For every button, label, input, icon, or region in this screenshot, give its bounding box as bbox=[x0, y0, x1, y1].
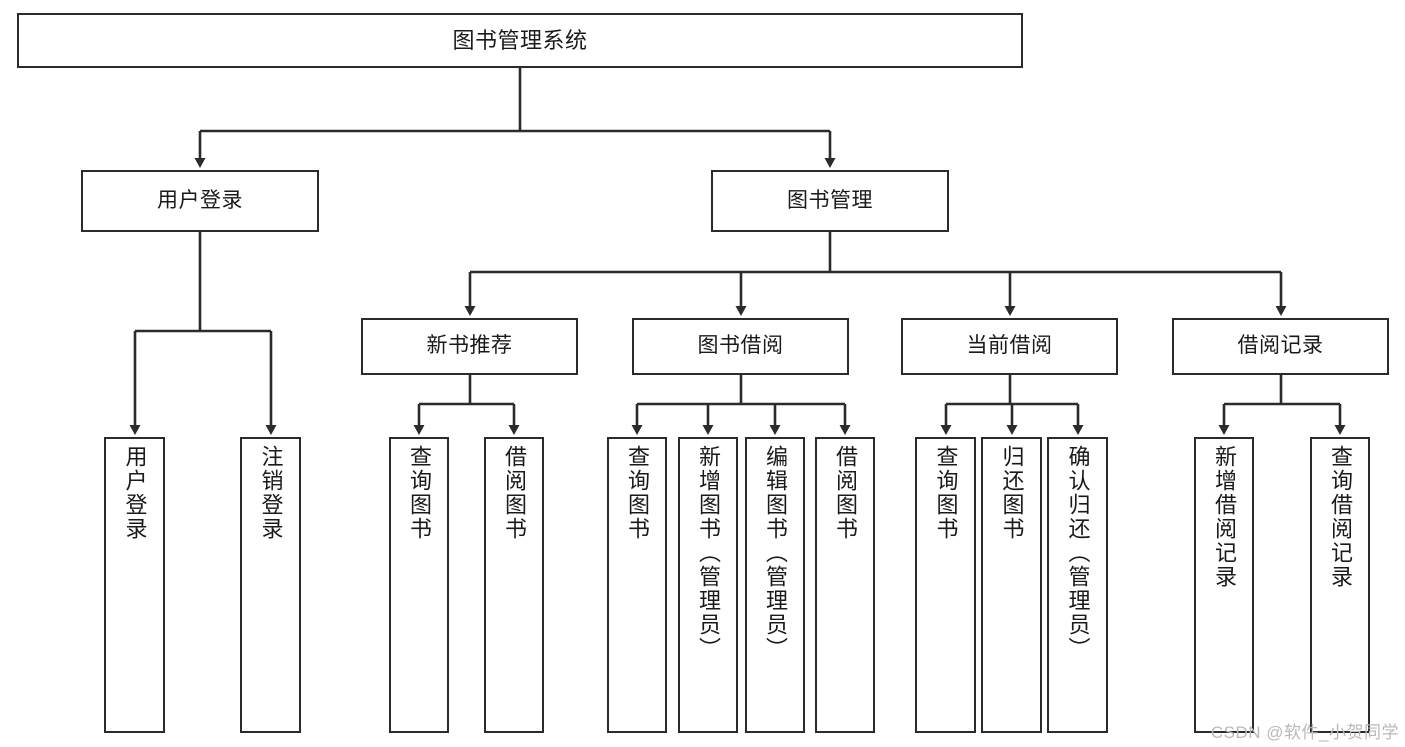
node-leaf-query-book-1[interactable]: 查询图书 bbox=[389, 437, 449, 733]
node-label: 借阅记录 bbox=[1237, 334, 1324, 358]
node-leaf-add-book[interactable]: 新增图书（管理员） bbox=[678, 437, 738, 733]
node-leaf-edit-book[interactable]: 编辑图书（管理员） bbox=[745, 437, 805, 733]
node-current-borrow[interactable]: 当前借阅 bbox=[901, 318, 1118, 375]
node-label: 图书管理系统 bbox=[452, 27, 588, 53]
node-label: 用户登录 bbox=[157, 188, 243, 212]
node-leaf-user-login[interactable]: 用户登录 bbox=[104, 437, 165, 733]
node-label: 新书推荐 bbox=[426, 334, 513, 358]
node-leaf-borrow-book-2[interactable]: 借阅图书 bbox=[815, 437, 875, 733]
node-label: 查询图书 bbox=[625, 445, 650, 541]
node-label: 当前借阅 bbox=[966, 334, 1053, 358]
node-root[interactable]: 图书管理系统 bbox=[17, 13, 1023, 68]
node-new-book-rec[interactable]: 新书推荐 bbox=[361, 318, 578, 375]
node-book-manage[interactable]: 图书管理 bbox=[711, 170, 949, 232]
node-label: 借阅图书 bbox=[833, 445, 858, 541]
node-label: 查询图书 bbox=[933, 445, 959, 541]
node-label: 用户登录 bbox=[122, 445, 148, 541]
node-leaf-logout[interactable]: 注销登录 bbox=[240, 437, 301, 733]
node-label: 注销登录 bbox=[258, 445, 284, 541]
node-leaf-query-record[interactable]: 查询借阅记录 bbox=[1310, 437, 1370, 733]
node-label: 查询图书 bbox=[407, 445, 432, 541]
node-leaf-return-book[interactable]: 归还图书 bbox=[981, 437, 1042, 733]
csdn-watermark: CSDN @软件_小贺同学 bbox=[1210, 723, 1399, 742]
node-leaf-query-book-3[interactable]: 查询图书 bbox=[915, 437, 976, 733]
node-book-borrow[interactable]: 图书借阅 bbox=[632, 318, 849, 375]
node-label: 新增借阅记录 bbox=[1212, 445, 1237, 589]
node-borrow-record[interactable]: 借阅记录 bbox=[1172, 318, 1389, 375]
node-label: 新增图书（管理员） bbox=[696, 445, 721, 661]
node-label: 确认归还（管理员） bbox=[1065, 445, 1091, 661]
node-label: 借阅图书 bbox=[502, 445, 527, 541]
node-label: 图书管理 bbox=[787, 188, 873, 212]
node-label: 归还图书 bbox=[999, 445, 1025, 541]
node-label: 图书借阅 bbox=[697, 334, 784, 358]
node-leaf-add-record[interactable]: 新增借阅记录 bbox=[1194, 437, 1254, 733]
node-leaf-query-book-2[interactable]: 查询图书 bbox=[607, 437, 667, 733]
node-label: 编辑图书（管理员） bbox=[763, 445, 788, 661]
node-label: 查询借阅记录 bbox=[1328, 445, 1353, 589]
node-leaf-borrow-book-1[interactable]: 借阅图书 bbox=[484, 437, 544, 733]
node-leaf-confirm-return[interactable]: 确认归还（管理员） bbox=[1047, 437, 1108, 733]
node-user-login[interactable]: 用户登录 bbox=[81, 170, 319, 232]
